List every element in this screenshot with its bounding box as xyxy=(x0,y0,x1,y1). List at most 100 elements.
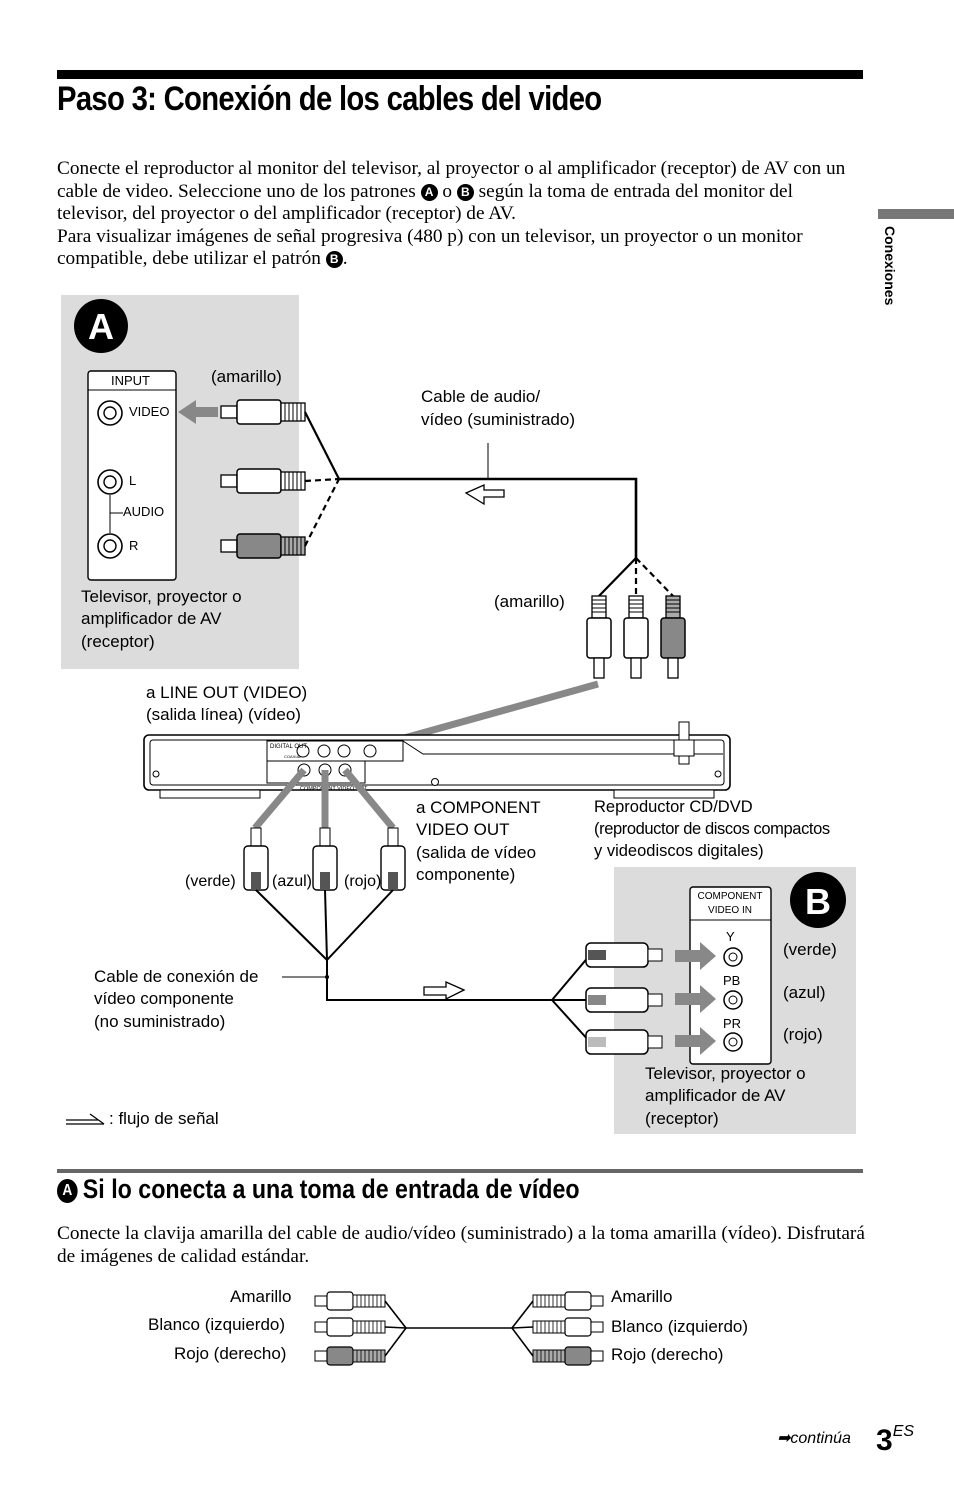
panel-a-badge xyxy=(74,299,128,353)
green-plug-b xyxy=(585,942,663,968)
yellow-plug xyxy=(220,399,306,425)
digital-out-label: DIGITAL OUT xyxy=(270,744,307,750)
legend-text: : flujo de señal xyxy=(109,1109,219,1128)
pattern-b-badge-2: B xyxy=(325,251,343,269)
dvd-player xyxy=(143,721,731,799)
component-out-line2: VIDEO OUT xyxy=(416,820,510,839)
page-number-value: 3 xyxy=(876,1424,893,1457)
left-yellow-label: Amarillo xyxy=(230,1287,292,1306)
component-out-line4: componente) xyxy=(416,865,516,884)
intro-p1-c: según la toma de entrada del monitor del… xyxy=(57,180,793,225)
arrow-right-icon: ➡ xyxy=(777,1430,791,1447)
intro-p1-a: Conecte el reproductor al monitor del te… xyxy=(57,158,846,202)
yellow-plug-vertical xyxy=(586,595,612,679)
arrow-blue-icon xyxy=(675,985,716,1013)
red-label: (rojo) xyxy=(344,873,382,890)
component-in-line1: COMPONENT xyxy=(697,891,763,902)
line-out-line2: (salida línea) (vídeo) xyxy=(146,705,301,724)
player-line2: (reproductor de discos compactos xyxy=(594,820,830,838)
coaxial-label: COAXIAL xyxy=(284,754,302,759)
page-number-suffix: ES xyxy=(892,1423,915,1440)
component-out-line3: (salida de vídeo xyxy=(416,843,537,862)
blue-label-b: (azul) xyxy=(783,983,826,1002)
yellow-label-right: (amarillo) xyxy=(494,592,565,611)
white-plug-vertical xyxy=(623,595,649,679)
device-b-line1: Televisor, proyector o xyxy=(645,1064,806,1083)
red-plug xyxy=(220,533,306,559)
yellow-label-a: (amarillo) xyxy=(211,367,282,386)
audio-r-jack xyxy=(97,533,123,559)
blue-component-plug xyxy=(312,827,338,891)
arrow-red-icon xyxy=(675,1027,716,1055)
side-tab-bar xyxy=(878,209,954,219)
player-line3: y videodiscos digitales) xyxy=(594,842,764,860)
panel-b-letter: B xyxy=(805,881,831,922)
section-a-para: Conecte la clavija amarilla del cable de… xyxy=(57,1223,865,1267)
video-label: VIDEO xyxy=(129,404,170,419)
component-cable-line3: (no suministrado) xyxy=(94,1012,226,1031)
white-plug xyxy=(220,468,306,494)
section-a-title: Si lo conecta a una toma de entrada de v… xyxy=(82,1174,580,1204)
green-label-b: (verde) xyxy=(783,940,837,959)
device-a-line1: Televisor, proyector o xyxy=(81,587,242,606)
red-plug-b xyxy=(585,1029,663,1055)
flow-arrow-right-icon xyxy=(423,980,466,1001)
component-cable-line1: Cable de conexión de xyxy=(94,967,259,986)
arrow-green-icon xyxy=(675,942,716,970)
green-component-plug xyxy=(243,827,269,891)
red-component-plug xyxy=(380,827,406,891)
l-label: L xyxy=(129,473,137,488)
component-in-line2: VIDEO IN xyxy=(708,905,752,916)
intro-p2-a: Para visualizar imágenes de señal progre… xyxy=(57,225,803,270)
component-out-line1: a COMPONENT xyxy=(416,798,541,817)
video-jack xyxy=(97,400,123,426)
section-a-badge: A xyxy=(57,1179,78,1203)
pattern-a-badge: A xyxy=(420,183,438,201)
cable-av-line1: Cable de audio/ xyxy=(421,387,541,406)
right-red-label: Rojo (derecho) xyxy=(611,1345,724,1364)
left-white-label: Blanco (izquierdo) xyxy=(148,1315,286,1334)
blue-label: (azul) xyxy=(272,873,313,890)
intro-text: Conecte el reproductor al monitor del te… xyxy=(57,158,867,271)
red-label-b: (rojo) xyxy=(783,1025,823,1044)
pattern-b-badge: B xyxy=(456,183,474,201)
device-b-line3: (receptor) xyxy=(645,1109,719,1128)
title-rule xyxy=(57,70,863,79)
signal-arrow-icon xyxy=(178,400,218,424)
pr-label: PR xyxy=(723,1016,742,1031)
cable-av-line2: vídeo (suministrado) xyxy=(421,410,576,429)
legend-arrow-icon xyxy=(66,1113,105,1125)
panel-b-badge xyxy=(790,872,846,928)
component-input-panel xyxy=(689,886,772,1065)
device-a-line2: amplificador de AV xyxy=(81,609,222,628)
intro-p1-b: o xyxy=(437,180,457,202)
audio-l-jack xyxy=(97,469,123,495)
audio-label: AUDIO xyxy=(123,504,165,519)
right-white-label: Blanco (izquierdo) xyxy=(611,1317,749,1336)
component-out-label: COMPONENT VIDEO OUT xyxy=(300,786,368,792)
red-plug-vertical xyxy=(660,595,686,679)
page-number: 3ES xyxy=(876,1423,914,1458)
flow-arrow-icon xyxy=(464,483,505,506)
line-out-line1: a LINE OUT (VIDEO) xyxy=(146,683,308,702)
intro-p2-b: . xyxy=(342,248,348,270)
page-title: Paso 3: Conexión de los cables del video xyxy=(57,80,602,118)
left-red-label: Rojo (derecho) xyxy=(174,1344,287,1363)
component-cable-line2: vídeo componente xyxy=(94,989,234,1008)
device-a-line3: (receptor) xyxy=(81,632,155,651)
green-label: (verde) xyxy=(185,873,236,890)
player-line1: Reproductor CD/DVD xyxy=(594,798,753,816)
blue-plug-b xyxy=(585,987,663,1013)
panel-a-letter: A xyxy=(88,306,114,347)
continues-text: continúa xyxy=(790,1430,851,1447)
r-label: R xyxy=(129,538,139,553)
input-label: INPUT xyxy=(111,373,150,388)
device-b-line2: amplificador de AV xyxy=(645,1086,786,1105)
y-label: Y xyxy=(726,929,735,944)
right-yellow-label: Amarillo xyxy=(611,1287,673,1306)
pb-label: PB xyxy=(723,973,741,988)
continues-note: ➡continúa xyxy=(777,1428,851,1448)
section-rule xyxy=(57,1169,863,1173)
